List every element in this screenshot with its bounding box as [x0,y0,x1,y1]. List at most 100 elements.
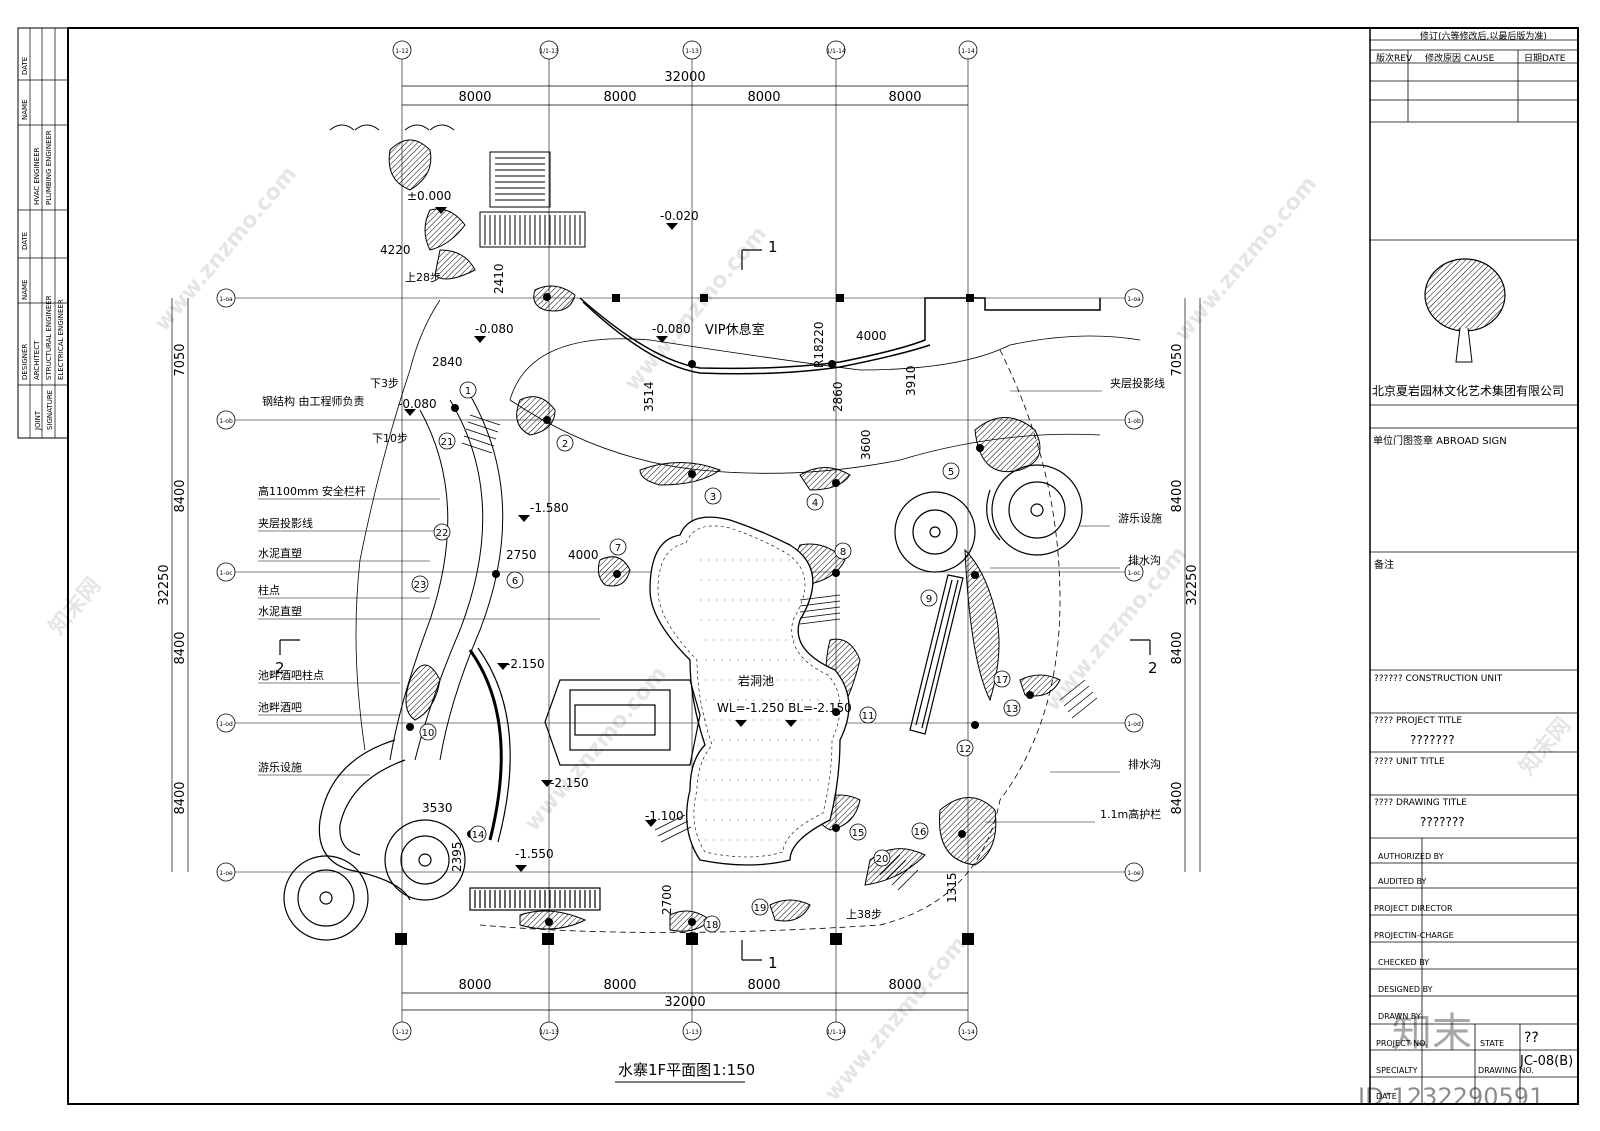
strip-name: NAME [21,280,29,301]
state-label: STATE [1480,1039,1505,1048]
dim-left-row-2: 8400 [173,479,188,512]
checked-label: CHECKED BY [1378,958,1430,967]
designed-label: DESIGNED BY [1378,985,1433,994]
axis-left-5: 1-oe [219,870,233,877]
marker-10: 10 [422,728,435,739]
pool-bar [468,647,701,843]
strip-electrical: ELECTRICAL ENGINEER [57,299,65,380]
dim-3530: 3530 [422,801,453,815]
cave-pool [649,516,850,866]
axis-bottom-4: 1/1-14 [826,1029,846,1036]
project-in-charge-label: PROJECTIN-CHARGE [1374,931,1454,940]
callout-1: 高1100mm 安全栏杆 [258,484,366,498]
right-mezzanine-label: 夹层投影线 [1110,376,1165,390]
drawing-border [67,27,1579,1105]
strip-date-2: DATE [21,57,29,75]
marker-11: 11 [862,711,875,722]
right-amusement-label: 游乐设施 [1118,512,1162,525]
column-points [406,293,1034,926]
authorized-label: AUTHORIZED BY [1378,852,1444,861]
rev-col: 版次REV [1376,54,1413,64]
steps-up-28: 上28步 [405,271,441,284]
dim-r18220: R18220 [812,321,826,368]
drawing-title-value: ??????? [1420,815,1465,829]
marker-17: 17 [996,675,1009,686]
dim-2700: 2700 [660,884,674,915]
pool-name: 岩洞池 [738,673,774,688]
dim-2860: 2860 [831,381,845,412]
dim-right-row-3: 8400 [1170,631,1185,664]
marker-2: 2 [562,439,568,450]
marker-8: 8 [840,547,846,558]
dim-2395: 2395 [450,841,464,872]
steel-structure-note: 钢结构 由工程师负责 [262,394,365,408]
axis-bottom-3: 1-13 [685,1029,699,1036]
dim-1315: 1315 [945,872,959,903]
drawn-label: DRAWN BY [1378,1012,1421,1021]
dim-3514: 3514 [642,381,656,412]
strip-architect: ARCHITECT [33,340,41,380]
level-8: -2.150 [550,776,589,790]
dim-bottom-bay-3: 8000 [747,978,780,993]
dim-left-row-3: 8400 [173,631,188,664]
audited-label: AUDITED BY [1378,877,1427,886]
marker-7: 7 [615,543,621,554]
marker-4: 4 [812,498,818,509]
steps-down-3: 下3步 [370,377,399,390]
axis-right-5: 1-oe [1127,870,1141,877]
dim-left-row-1: 7050 [173,343,188,376]
dim-4000-top: 4000 [856,329,887,343]
dim-4220: 4220 [380,243,411,257]
dim-2410: 2410 [492,263,506,294]
level-2: -0.020 [660,209,699,223]
axis-left-4: 1-od [219,721,233,728]
drawing-title: 水寨1F平面图 [618,1061,711,1079]
specialty-label: SPECIALTY [1376,1066,1418,1075]
marker-6: 6 [512,576,518,587]
marker-22: 22 [436,528,449,539]
marker-1: 1 [465,386,471,397]
strip-name-2: NAME [21,100,29,121]
cause-col: 修改原因 CAUSE [1425,54,1495,64]
steps-down-10: 下10步 [372,432,408,445]
marker-13: 13 [1006,704,1019,715]
marker-12: 12 [959,744,972,755]
level-5: -0.080 [398,397,437,411]
abroad-sign: 单位门图签章 ABROAD SIGN [1373,436,1507,447]
axis-bottom-2: 1/1-13 [539,1029,559,1036]
state-value: ?? [1524,1030,1539,1046]
pool-water-level: WL=-1.250 BL=-2.150 [717,701,852,715]
dim-bottom-overall: 32000 [664,995,705,1010]
right-guardrail-label: 1.1m高护栏 [1100,807,1161,821]
callout-7: 池畔酒吧 [258,701,302,714]
strip-signature: SIGNATURE [46,390,54,430]
axis-top-2: 1/1-13 [539,48,559,55]
axis-top-4: 1/1-14 [826,48,846,55]
unit-title: ???? UNIT TITLE [1374,757,1445,767]
callout-2: 夹层投影线 [258,516,313,530]
axis-top-3: 1-13 [685,48,699,55]
right-drainage-label-2: 排水沟 [1128,757,1161,771]
marker-9: 9 [926,594,932,605]
company-name: 北京夏岩园林文化艺术集团有限公司 [1372,384,1565,398]
drawing-no-value: JC-08(B) [1520,1054,1574,1069]
dim-top-overall: 32000 [664,70,705,85]
marker-5: 5 [948,467,954,478]
waterslide-right [894,464,1083,735]
marker-14: 14 [472,830,485,841]
project-director-label: PROJECT DIRECTOR [1374,904,1453,913]
dim-left-overall: 32250 [157,564,172,605]
dim-bottom-bay-1: 8000 [458,978,491,993]
project-title-label: ???? PROJECT TITLE [1374,716,1463,726]
section-marks [279,249,1151,961]
callout-6: 池畔酒吧柱点 [258,668,324,682]
dim-bottom-bay-2: 8000 [603,978,636,993]
section-1-top: 1 [768,238,778,256]
marker-21: 21 [441,437,454,448]
date-label: DATE [1376,1092,1397,1101]
project-title-value: ??????? [1410,733,1455,747]
level-7: -2.150 [506,657,545,671]
dim-2840: 2840 [432,355,463,369]
dim-right-row-4: 8400 [1170,781,1185,814]
